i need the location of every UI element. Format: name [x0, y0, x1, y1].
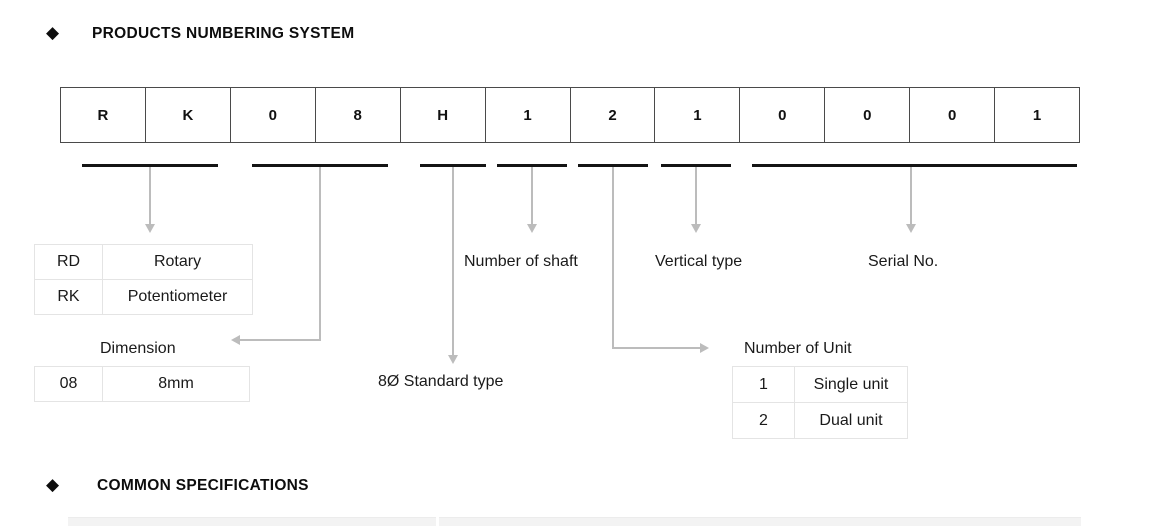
- table-cell: 1: [733, 367, 795, 402]
- table-cell: RK: [35, 280, 103, 314]
- underline-dimension: [252, 164, 388, 167]
- table-cell: Single unit: [813, 375, 889, 393]
- dimension-table: 08 8mm: [34, 366, 250, 402]
- table-cell: RD: [35, 245, 103, 279]
- code-cell: 0: [910, 88, 996, 142]
- underline-standard-type: [420, 164, 486, 167]
- code-cell: 0: [231, 88, 316, 142]
- table-cell: 8mm: [158, 375, 194, 392]
- label-number-of-shaft: Number of shaft: [464, 253, 578, 270]
- table-cell: 08: [35, 367, 103, 401]
- code-cell: 2: [571, 88, 656, 142]
- spec-table-header-cell: [68, 517, 436, 526]
- code-cell: K: [146, 88, 231, 142]
- table-row: RK Potentiometer: [35, 280, 252, 314]
- connector-dimension-horizontal: [240, 339, 321, 341]
- connector-vertical-type: [695, 167, 697, 224]
- number-of-unit-table: 1 Single unit 2 Dual unit: [732, 366, 908, 439]
- table-row: 2 Dual unit: [733, 403, 907, 438]
- code-cell: H: [401, 88, 486, 142]
- connector-dimension-vertical: [319, 167, 321, 341]
- code-cell: R: [61, 88, 146, 142]
- arrow-down-icon: [691, 224, 701, 233]
- code-cell: 0: [825, 88, 911, 142]
- label-number-of-unit: Number of Unit: [744, 340, 852, 357]
- connector-product-type: [149, 167, 151, 224]
- underline-number-of-unit: [578, 164, 648, 167]
- label-serial-no: Serial No.: [868, 253, 939, 270]
- table-cell: Rotary: [153, 253, 202, 270]
- connector-number-of-unit-horizontal: [612, 347, 700, 349]
- code-cell: 0: [740, 88, 826, 142]
- connector-serial-no: [910, 167, 912, 224]
- arrow-down-icon: [448, 355, 458, 364]
- table-row: 1 Single unit: [733, 367, 907, 403]
- connector-number-of-shaft: [531, 167, 533, 224]
- connector-standard-type: [452, 167, 454, 355]
- spec-table-header-cell: [439, 517, 1081, 526]
- underline-product-type: [82, 164, 218, 167]
- code-cell: 8: [316, 88, 401, 142]
- label-vertical-type: Vertical type: [655, 253, 743, 270]
- label-standard-type: 8Ø Standard type: [378, 373, 504, 390]
- table-cell: Dual unit: [819, 411, 883, 429]
- underline-serial-no: [752, 164, 1077, 167]
- diamond-bullet-icon: ◆: [46, 23, 60, 42]
- code-cell: 1: [1032, 106, 1042, 124]
- underline-number-of-shaft: [497, 164, 567, 167]
- product-type-table: RD Rotary RK Potentiometer: [34, 244, 253, 315]
- numbering-section-title: PRODUCTS NUMBERING SYSTEM: [92, 25, 355, 42]
- underline-vertical-type: [661, 164, 731, 167]
- table-cell: 2: [733, 403, 795, 438]
- table-cell: Potentiometer: [127, 288, 228, 305]
- code-cell: 1: [486, 88, 571, 142]
- diamond-bullet-icon: ◆: [46, 475, 60, 494]
- arrow-right-icon: [700, 343, 709, 353]
- label-dimension: Dimension: [100, 340, 176, 357]
- table-row: RD Rotary: [35, 245, 252, 280]
- arrow-left-icon: [231, 335, 240, 345]
- arrow-down-icon: [527, 224, 537, 233]
- part-number-box-row: R K 0 8 H 1 2 1 0 0 0 1: [60, 87, 1080, 143]
- connector-number-of-unit-vertical: [612, 167, 614, 349]
- specs-section-title: COMMON SPECIFICATIONS: [97, 477, 309, 494]
- code-cell: 1: [655, 88, 741, 142]
- arrow-down-icon: [145, 224, 155, 233]
- arrow-down-icon: [906, 224, 916, 233]
- table-row: 08 8mm: [35, 367, 249, 401]
